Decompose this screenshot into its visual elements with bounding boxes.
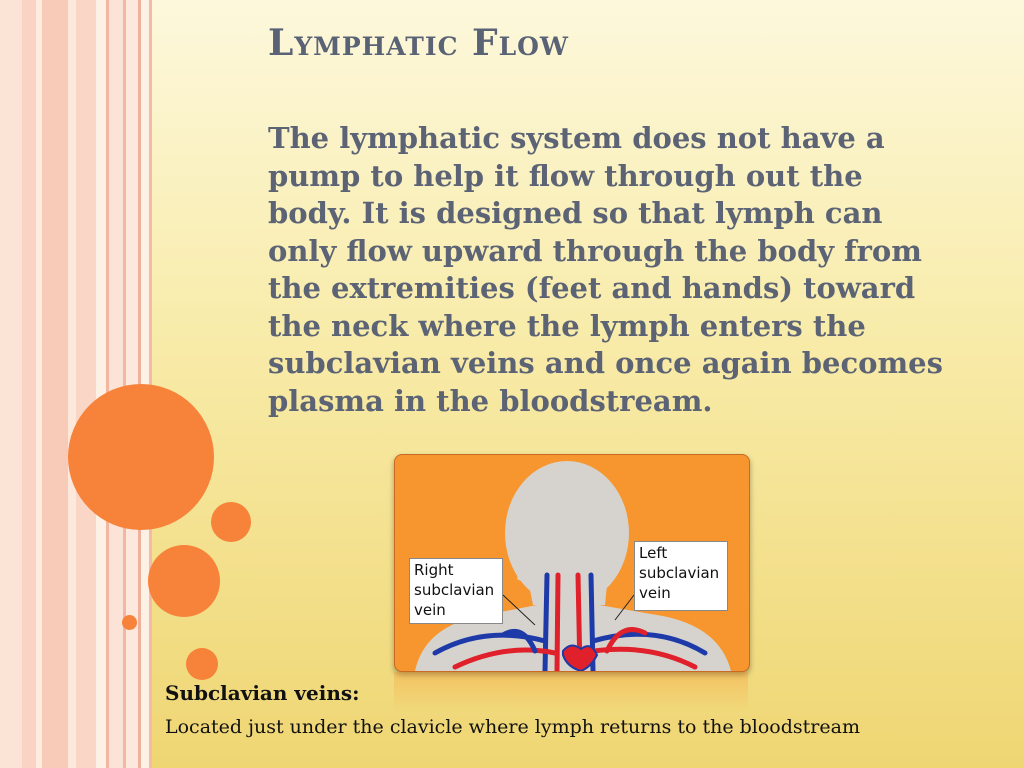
decorative-circle-medium xyxy=(148,545,220,617)
slide-title: Lymphatic Flow xyxy=(268,22,570,64)
decorative-circle-small xyxy=(211,502,251,542)
term-heading: Subclavian veins: xyxy=(165,681,360,705)
decorative-circle-tiny xyxy=(122,615,137,630)
term-definition: Located just under the clavicle where ly… xyxy=(165,716,860,738)
decorative-circle-bottom xyxy=(186,648,218,680)
subclavian-diagram: Right subclavian vein Left subclavian ve… xyxy=(394,454,750,672)
diagram-reflection xyxy=(394,672,748,712)
label-pointer-lines xyxy=(502,594,635,626)
decorative-circle-large xyxy=(68,384,214,530)
slide-body-text: The lymphatic system does not have a pum… xyxy=(268,121,943,418)
left-subclavian-label: Left subclavian vein xyxy=(634,541,728,611)
heart xyxy=(562,644,599,671)
anatomy-illustration xyxy=(415,461,731,671)
right-subclavian-label: Right subclavian vein xyxy=(409,558,503,624)
